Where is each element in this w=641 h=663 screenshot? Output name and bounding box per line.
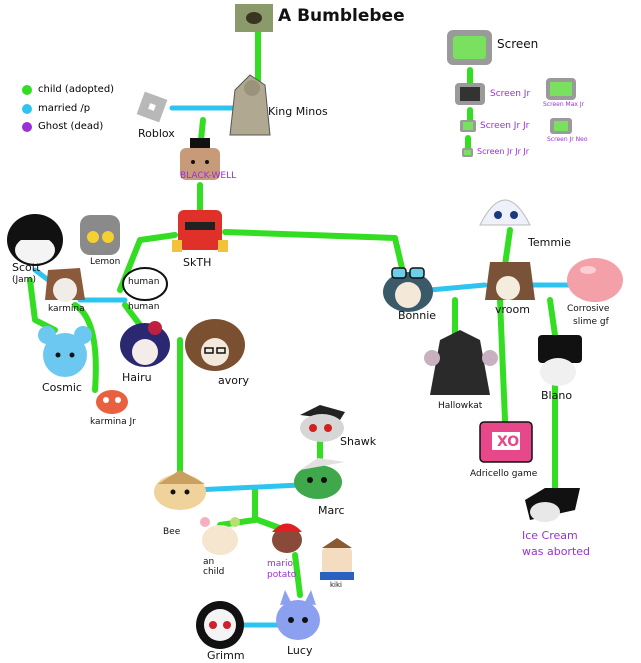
an-child-character <box>200 517 240 555</box>
label-hallowkat: Hallowkat <box>438 401 483 411</box>
label-kiki: kiki <box>330 581 342 589</box>
label-bonnie: Bonnie <box>398 309 437 322</box>
label-hairu: Hairu <box>122 371 152 384</box>
label-adricello: Adricello game <box>470 469 538 479</box>
label-lucy: Lucy <box>287 644 313 657</box>
legend-child-dot <box>22 85 32 95</box>
skth-character <box>172 210 228 252</box>
line-karmina-jr <box>72 302 99 393</box>
legend-child-label: child (adopted) <box>38 84 115 95</box>
label-blano: Blano <box>541 389 573 402</box>
mario-potato-character <box>272 523 302 553</box>
line-skth-left <box>117 232 178 293</box>
label-karmina-jr: karmina Jr <box>90 417 136 427</box>
marriage-bonnie-vroom <box>427 282 488 293</box>
human-bubble <box>122 267 168 301</box>
legend-married: married /p <box>22 103 90 114</box>
label-grimm: Grimm <box>207 649 245 662</box>
bee-character <box>154 470 206 510</box>
label-an: an <box>203 557 215 567</box>
line-to-adricello <box>497 297 508 423</box>
legend-ghost-label: Ghost (dead) <box>38 121 104 132</box>
label-avory: avory <box>218 374 250 387</box>
karmina-character <box>45 268 85 302</box>
label-lemon: Lemon <box>90 257 121 267</box>
legend-child: child (adopted) <box>22 84 114 95</box>
label-child: child <box>203 567 225 577</box>
cosmic-character <box>38 326 92 377</box>
scott-character <box>7 214 63 266</box>
hallowkat-character <box>424 330 498 395</box>
label-bee: Bee <box>163 527 181 537</box>
king-minos-statue <box>229 74 271 136</box>
label-human-bubble: human <box>128 277 160 287</box>
label-roblox: Roblox <box>138 127 175 140</box>
ice-cream-character <box>525 488 580 522</box>
blackwell-character <box>180 138 220 180</box>
hairu-character <box>120 321 170 367</box>
label-screen-jr-neo: Screen Jr Neo <box>547 136 588 143</box>
label-screen-max-jr: Screen Max Jr <box>543 101 585 108</box>
label-vroom: vroom <box>495 303 530 316</box>
label-marc: Marc <box>318 504 345 517</box>
label-ice-cream: Ice Cream <box>522 529 578 542</box>
label-karmina: karmina <box>48 304 85 314</box>
label-mario: mario <box>267 559 293 569</box>
label-screen: Screen <box>497 37 539 51</box>
line-skth-right <box>222 229 405 271</box>
grimm-character <box>196 601 244 649</box>
label-shawk: Shawk <box>340 435 377 448</box>
legend-married-dot <box>22 104 32 114</box>
connections <box>27 27 573 628</box>
label-cosmic: Cosmic <box>42 381 82 394</box>
label-human: human <box>128 302 160 312</box>
blano-character <box>538 335 582 386</box>
label-scott-sub: (Jam) <box>12 275 36 285</box>
vroom-character <box>485 262 535 300</box>
label-temmie: Temmie <box>528 236 571 249</box>
line-to-blano <box>547 297 558 338</box>
avory-character <box>185 319 245 371</box>
legend-married-label: married /p <box>38 103 91 114</box>
label-slime-gf: slime gf <box>573 317 609 327</box>
label-corrosive: Corrosive <box>567 304 610 314</box>
label-screen-jr-jr-jr: Screen Jr Jr Jr <box>477 147 530 156</box>
adricello-game-character <box>479 421 533 463</box>
label-screen-jr-jr: Screen Jr Jr <box>480 121 530 131</box>
label-blackwell: BLACK-WELL <box>180 171 237 181</box>
label-xo: XO <box>497 434 520 450</box>
line-temmie-vroom <box>502 227 513 268</box>
legend-ghost-dot <box>22 122 32 132</box>
lucy-character <box>276 590 320 640</box>
label-was-aborted: was aborted <box>522 545 591 558</box>
karmina-jr-character <box>96 390 128 414</box>
temmie-character <box>479 199 531 226</box>
line-human-down <box>122 302 143 328</box>
label-king-minos: King Minos <box>268 105 328 118</box>
marc-character <box>294 458 345 499</box>
shawk-character <box>300 405 345 442</box>
label-skth: SkTH <box>183 256 212 269</box>
marriage-bee-marc <box>192 482 303 493</box>
bonnie-character <box>383 267 433 312</box>
lemon-character <box>80 215 120 255</box>
kiki-character <box>320 538 354 580</box>
line-mario-lucy <box>292 552 303 598</box>
corrosive-slime-character <box>567 258 623 302</box>
legend-ghost: Ghost (dead) <box>22 121 103 132</box>
diagram-title: A Bumblebee <box>278 6 405 26</box>
screen-family <box>447 30 576 157</box>
label-potato: potato <box>267 570 297 580</box>
label-scott: Scott <box>12 261 41 274</box>
label-screen-jr: Screen Jr <box>490 89 531 99</box>
